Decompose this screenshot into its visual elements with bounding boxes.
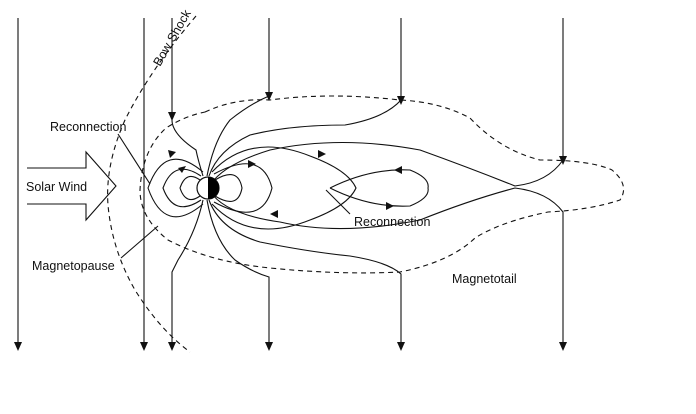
imf-arrowhead-3 (168, 112, 176, 121)
imf-line-5-draped (208, 18, 402, 177)
solar-wind-arrow (27, 150, 117, 222)
imf-arrowhead-2 (140, 342, 148, 351)
imf-line-4-draped (206, 18, 270, 177)
imf-arrowhead-6b (559, 342, 567, 351)
imf-line-3-draped (171, 18, 204, 177)
magnetopause-leader (120, 225, 159, 259)
dipole-arrow-left-1 (178, 166, 186, 173)
dipole-loop-inner-right (214, 174, 243, 202)
dipole-loop-outer-left (147, 158, 204, 218)
imf-line-3-lower (171, 199, 204, 346)
tail-loop-arrow-bottom (386, 202, 394, 210)
imf-arrowhead-1 (14, 342, 22, 351)
reconnection-night-leader (325, 189, 351, 215)
solar-wind-label: Solar Wind (26, 180, 87, 194)
dipole-arrow-right-3 (270, 210, 278, 218)
reconnection-night-label: Reconnection (354, 215, 430, 229)
bow-shock-boundary (107, 15, 197, 353)
dipole-arrow-right-2 (318, 150, 326, 158)
dipole-arrow-left-2 (168, 150, 176, 158)
imf-line-4-lower (206, 199, 270, 346)
imf-arrowhead-3b (168, 342, 176, 351)
dipole-loop-inner-left (179, 175, 201, 201)
tail-loop-arrow-top (394, 166, 402, 174)
imf-arrowhead-5b (397, 342, 405, 351)
imf-arrowhead-6 (559, 156, 567, 165)
magnetotail-label: Magnetotail (452, 272, 517, 286)
planet (196, 176, 220, 200)
imf-line-5-lower (208, 199, 402, 346)
planet-night-side (208, 177, 219, 199)
solar-wind-arrow-outline (27, 150, 117, 222)
reconnection-day-label: Reconnection (50, 120, 126, 134)
dipole-loop-outer-right (211, 146, 357, 230)
label-leaders (117, 133, 351, 259)
magnetopause-boundary (139, 95, 625, 274)
imf-line-6-draped (209, 18, 564, 187)
dipole-loop-mid-right (213, 163, 273, 213)
imf-line-6-lower (209, 187, 564, 346)
magnetopause-label: Magnetopause (32, 259, 115, 273)
imf-arrowhead-4b (265, 342, 273, 351)
dipole-loop-mid-left (162, 168, 202, 208)
dipole-field-lines (147, 146, 429, 230)
reconnection-day-leader (117, 133, 151, 185)
dipole-arrow-right-1 (248, 160, 256, 168)
imf-arrowhead-4 (265, 92, 273, 101)
tail-loop-closed (329, 169, 429, 207)
imf-field-lines (14, 18, 567, 351)
